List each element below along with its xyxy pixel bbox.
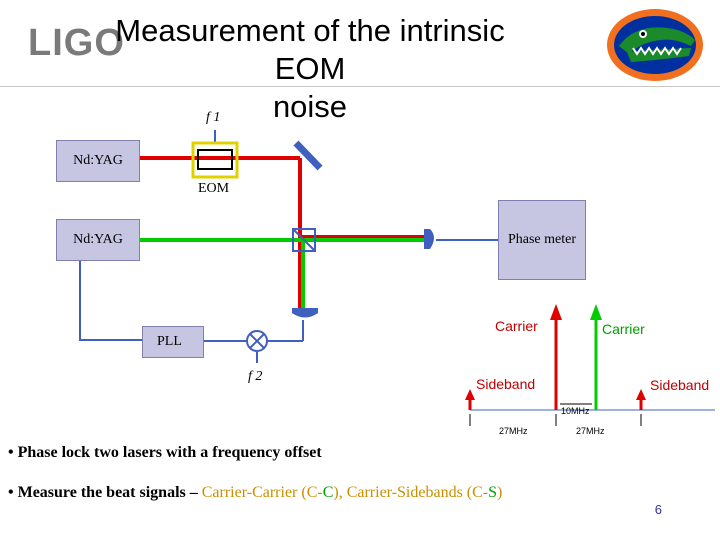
laser-2-box: Nd:YAG [56,219,140,261]
cs-dash2: - [482,484,489,501]
right-spacing-label: 27MHz [576,426,605,436]
sideband-right-label: Sideband [650,377,710,393]
cs-s: S [488,484,498,501]
gator-logo-icon [607,9,703,81]
eom-crystal [197,149,233,170]
offset-label: 10MHz [561,406,590,416]
beam-splitter [292,228,316,252]
phase-meter-label: Phase meter [507,232,577,247]
cs-text-b: ), Carrier-Sidebands ( [333,484,473,501]
photodetector-bottom [292,308,318,318]
bullet-beat-signals: • Measure the beat signals – Carrier-Car… [8,484,502,502]
cc-c2: C [322,484,334,501]
eom-label: EOM [198,181,230,196]
cc-c1: C [306,484,318,501]
photodetector-right [424,229,434,249]
page-number: 6 [654,502,662,517]
f2-label: f 2 [248,369,263,384]
title-line-2: noise [272,89,348,124]
sideband-left-label: Sideband [476,376,536,392]
laser2-to-pll-line [79,257,142,341]
laser-1-box: Nd:YAG [56,140,140,182]
cs-end: ) [497,484,503,501]
laser-2-label: Nd:YAG [73,232,123,247]
pll-label: PLL [157,334,182,349]
bullet-phase-lock: • Phase lock two lasers with a frequency… [8,444,322,461]
green-carrier-label: Carrier [602,321,645,337]
f1-label: f 1 [206,110,221,125]
left-spacing-label: 27MHz [499,426,528,436]
eom-holder [191,141,239,179]
cc-text-a: Carrier-Carrier ( [201,484,307,501]
laser-1-label: Nd:YAG [73,153,123,168]
bullet-beat-prefix: • Measure the beat signals – [8,484,202,501]
header-divider [0,86,720,87]
cs-c3: C [472,484,483,501]
mixer-icon [246,330,268,352]
ligo-logo: LIGO [28,22,125,64]
title-line-1: Measurement of the intrinsic EOM [115,13,505,86]
red-carrier-label: Carrier [495,318,538,334]
phase-meter-box: Phase meter [498,200,586,280]
page-title: Measurement of the intrinsic EOM noise [110,12,510,126]
cc-dash1: - [317,484,323,501]
mirror [293,140,323,171]
pll-box: PLL [142,326,204,358]
